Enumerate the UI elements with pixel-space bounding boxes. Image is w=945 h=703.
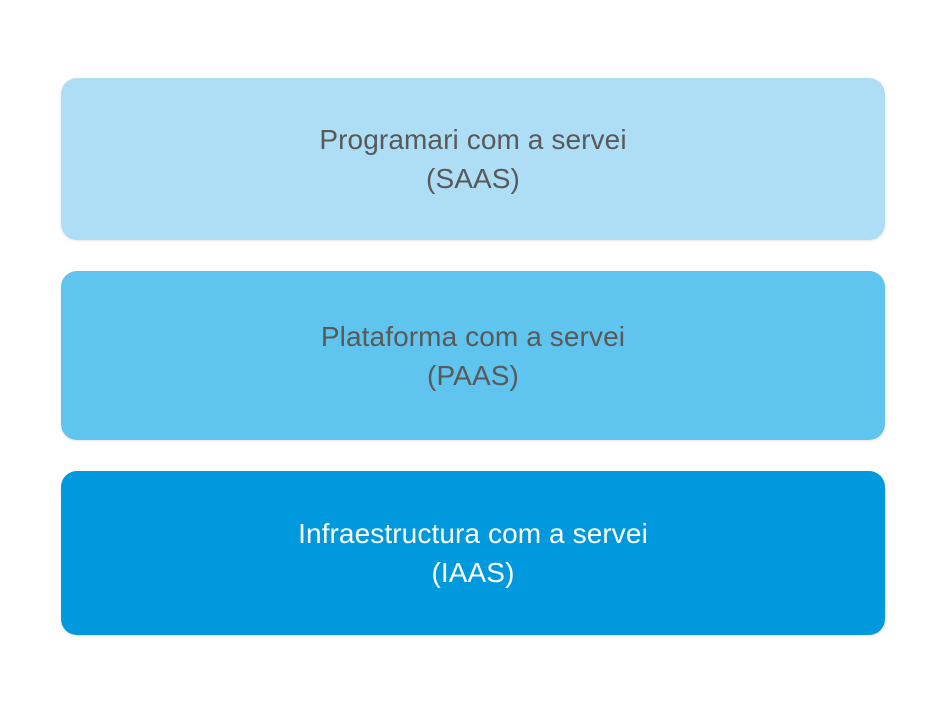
layer-saas-acronym: (SAAS) <box>426 163 520 194</box>
layer-paas-acronym: (PAAS) <box>427 359 519 391</box>
layer-iaas-acronym: (IAAS) <box>431 557 515 588</box>
layer-iaas-text: Infraestructura com a servei (IAAS) <box>298 514 648 592</box>
layer-box-paas[interactable]: Plataforma com a servei (PAAS) <box>61 271 885 440</box>
layer-box-iaas[interactable]: Infraestructura com a servei (IAAS) <box>61 471 885 635</box>
layer-box-saas[interactable]: Programari com a servei (SAAS) <box>61 78 885 240</box>
layer-saas-text: Programari com a servei (SAAS) <box>319 120 626 198</box>
layer-iaas-title: Infraestructura com a servei <box>298 518 648 549</box>
layer-paas-title: Plataforma com a servei <box>320 320 626 352</box>
layer-paas-text: Plataforma com a servei (PAAS) <box>321 317 625 395</box>
layer-saas-title: Programari com a servei <box>319 124 627 155</box>
